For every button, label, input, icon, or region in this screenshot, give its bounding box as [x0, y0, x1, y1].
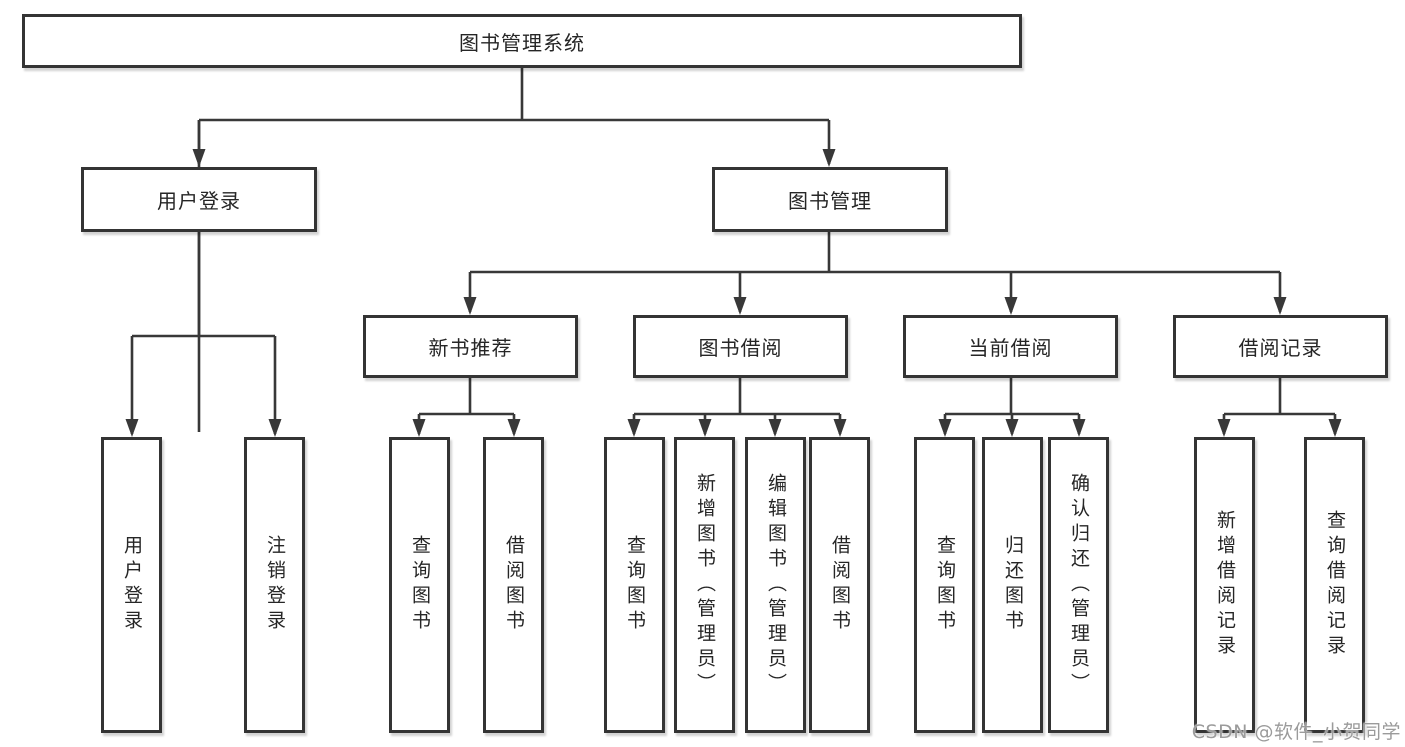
arrowhead-icon	[412, 419, 426, 437]
node-label: 借阅图书	[503, 535, 525, 635]
arrowhead-icon	[192, 149, 206, 167]
connector-records-to-leaves	[1217, 378, 1342, 437]
node-label: 借阅记录	[1238, 336, 1323, 360]
node-label: 图书管理	[788, 189, 872, 213]
arrowhead-icon	[463, 297, 477, 315]
arrowhead-icon	[1072, 419, 1086, 437]
arrowhead-icon	[1273, 297, 1287, 315]
node-book-management: 图书管理	[712, 167, 948, 232]
arrowhead-icon	[627, 419, 641, 437]
connector-current-to-leaves	[938, 378, 1086, 437]
node-label: 用户登录	[157, 189, 241, 213]
node-label: 归还图书	[1002, 535, 1024, 635]
node-label: 当前借阅	[968, 336, 1053, 360]
node-user-login: 用户登录	[81, 167, 317, 232]
arrowhead-icon	[507, 419, 521, 437]
arrowhead-icon	[833, 419, 847, 437]
arrowhead-icon	[1217, 419, 1231, 437]
connector-root-to-level2	[192, 68, 836, 432]
node-book-borrow: 图书借阅	[633, 315, 848, 378]
arrowhead-icon	[1328, 419, 1342, 437]
node-label: 查询图书	[934, 535, 956, 635]
node-leaf-confirm-return-admin: 确认归还（管理员）	[1048, 437, 1109, 733]
node-leaf-borrow-book-1: 借阅图书	[483, 437, 544, 733]
arrowhead-icon	[1005, 419, 1019, 437]
node-leaf-query-book-2: 查询图书	[604, 437, 665, 733]
node-label: 查询借阅记录	[1324, 510, 1346, 660]
node-leaf-query-borrow-record: 查询借阅记录	[1304, 437, 1365, 733]
node-new-book-recommend: 新书推荐	[363, 315, 578, 378]
arrowhead-icon	[938, 419, 952, 437]
connector-borrow-to-leaves	[627, 378, 847, 437]
node-label: 编辑图书（管理员）	[765, 472, 787, 698]
node-label: 新增图书（管理员）	[694, 472, 716, 698]
node-label: 注销登录	[264, 535, 286, 635]
node-current-borrow: 当前借阅	[903, 315, 1118, 378]
node-leaf-add-borrow-record: 新增借阅记录	[1194, 437, 1255, 733]
arrowhead-icon	[822, 149, 836, 167]
node-label: 查询图书	[409, 535, 431, 635]
arrowhead-icon	[768, 419, 782, 437]
node-leaf-user-login: 用户登录	[101, 437, 162, 733]
node-label: 新增借阅记录	[1214, 510, 1236, 660]
arrowhead-icon	[125, 419, 139, 437]
node-leaf-return-book: 归还图书	[982, 437, 1043, 733]
connector-newbook-to-leaves	[412, 378, 521, 437]
node-label: 新书推荐	[428, 336, 513, 360]
arrowhead-icon	[733, 297, 747, 315]
node-label: 图书借阅	[698, 336, 783, 360]
arrowhead-icon	[1004, 297, 1018, 315]
node-label: 图书管理系统	[459, 30, 585, 55]
csdn-watermark: CSDN @软件_小贺同学	[1191, 721, 1401, 743]
node-label: 借阅图书	[829, 535, 851, 635]
node-leaf-borrow-book-2: 借阅图书	[809, 437, 870, 733]
node-borrow-records: 借阅记录	[1173, 315, 1388, 378]
node-leaf-query-book-3: 查询图书	[914, 437, 975, 733]
node-label: 用户登录	[121, 535, 143, 635]
node-root-system: 图书管理系统	[22, 14, 1022, 68]
arrowhead-icon	[268, 419, 282, 437]
node-leaf-logout: 注销登录	[244, 437, 305, 733]
node-leaf-add-book-admin: 新增图书（管理员）	[674, 437, 735, 733]
connector-login-to-leaves	[125, 232, 282, 437]
node-label: 确认归还（管理员）	[1068, 472, 1090, 698]
node-label: 查询图书	[624, 535, 646, 635]
arrowhead-icon	[698, 419, 712, 437]
node-leaf-edit-book-admin: 编辑图书（管理员）	[745, 437, 806, 733]
node-leaf-query-book-1: 查询图书	[389, 437, 450, 733]
connector-mgmt-to-level3	[463, 232, 1287, 315]
